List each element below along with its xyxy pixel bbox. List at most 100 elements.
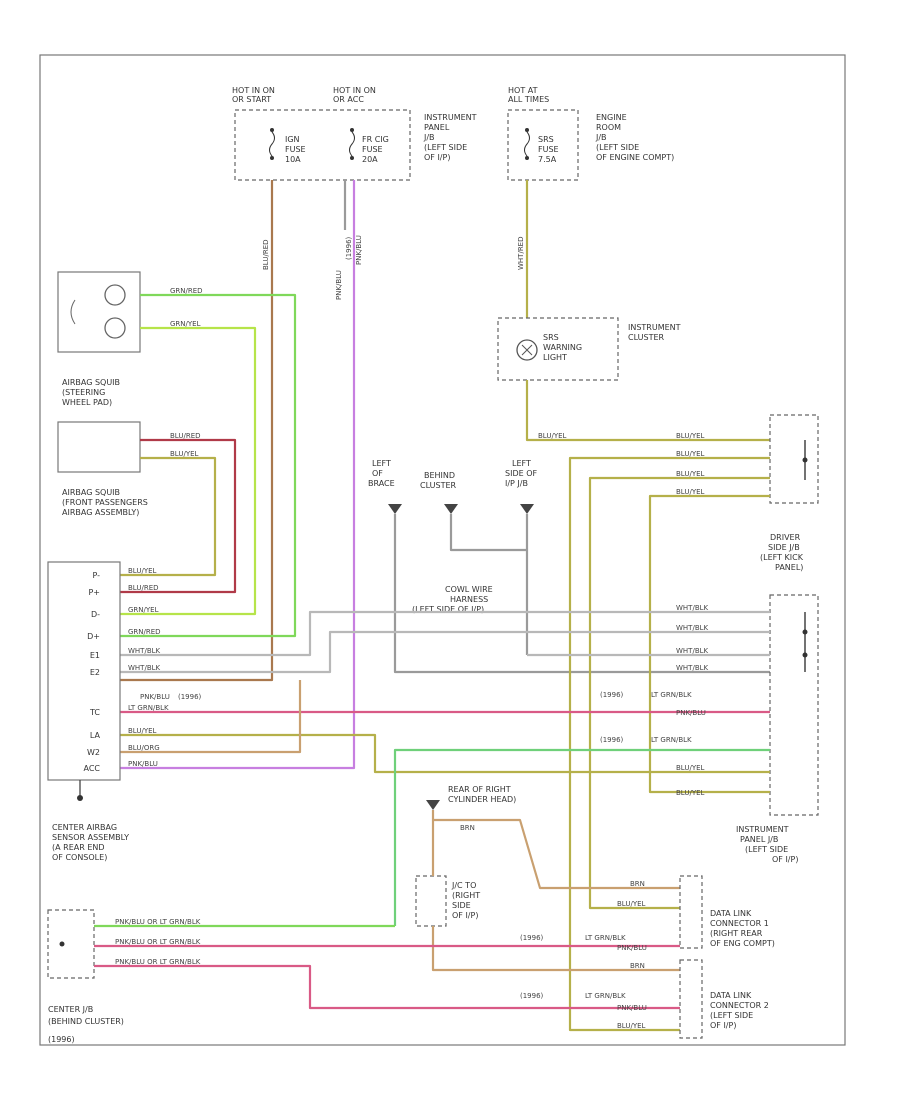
- wire-label-tc-top: PNK/BLU: [140, 693, 170, 701]
- dlc1-l4: OF ENG COMPT): [710, 939, 775, 948]
- wire-label-right-a: BLU/YEL: [676, 432, 705, 440]
- sensor-l3: (A REAR END: [52, 843, 105, 852]
- wire-label-brn-2: BRN: [630, 880, 645, 888]
- wire-label-right-h: WHT/BLK: [676, 664, 709, 672]
- wire-label-p2: BLU/YEL: [170, 450, 199, 458]
- ip-jb-l2: PANEL: [424, 123, 450, 132]
- wire-label-right-d: BLU/YEL: [676, 488, 705, 496]
- fuse3-word: FUSE: [538, 145, 559, 154]
- wire-label-p1: BLU/RED: [170, 432, 201, 440]
- cylinder-head-ground: REAR OF RIGHT CYLINDER HEAD): [426, 785, 516, 810]
- wire-label-tc-year: (1996): [178, 693, 202, 701]
- cyl-head-l2: CYLINDER HEAD): [448, 795, 516, 804]
- gnd-left-l3: BRACE: [368, 479, 395, 488]
- wire-bottom-3: [94, 964, 680, 1010]
- wire-label-right-l: BLU/YEL: [676, 789, 705, 797]
- cluster-l1: INSTRUMENT: [628, 323, 681, 332]
- er-jb-l2: ROOM: [596, 123, 621, 132]
- wire-steering-grn-red: [120, 293, 297, 638]
- fuse1-terminal-bottom: [270, 156, 274, 160]
- wire-right-d: [648, 494, 770, 794]
- sensor-wire-label-4: WHT/BLK: [128, 647, 161, 655]
- sensor-wire-label-8: BLU/ORG: [128, 744, 160, 752]
- wire-label-cig-c: PNK/BLU: [355, 235, 363, 265]
- wire-passenger-blu-yel: [120, 456, 217, 577]
- ip-jb-right-label: INSTRUMENT PANEL J/B (LEFT SIDE OF I/P): [736, 825, 798, 864]
- engine-room-jb-fuse-box: HOT AT ALL TIMES SRS FUSE 7.5A ENGINE RO…: [507, 86, 674, 181]
- steering-squib-l2: (STEERING: [62, 388, 105, 397]
- wire-sensor-e2: [120, 630, 770, 674]
- sensor-wire-label-1: BLU/RED: [128, 584, 159, 592]
- fuse3-name: SRS: [538, 135, 554, 144]
- dlc1-l1: DATA LINK: [710, 909, 752, 918]
- footer-year: (1996): [48, 1035, 75, 1044]
- gnd-right-l2: SIDE OF: [505, 469, 537, 478]
- srs-lamp-l1: SRS: [543, 333, 559, 342]
- center-jb: CENTER J/B (BEHIND CLUSTER) (1996): [47, 909, 124, 1044]
- sensor-pin-4: E1: [90, 651, 100, 660]
- wire-label-bottom-pnk2: PNK/BLU: [617, 1004, 647, 1012]
- wire-label-right-k: BLU/YEL: [676, 764, 705, 772]
- er-jb-l5: OF ENGINE COMPT): [596, 153, 674, 162]
- hot-sub-2: OR ACC: [333, 95, 364, 104]
- center-airbag-sensor: CENTER AIRBAG SENSOR ASSEMBLY (A REAR EN…: [47, 561, 129, 862]
- hot-label-1: HOT IN ON: [232, 86, 275, 95]
- sensor-l1: CENTER AIRBAG: [52, 823, 117, 832]
- wire-label-right-g: WHT/BLK: [676, 647, 709, 655]
- ip-jb2-l4: OF I/P): [772, 855, 798, 864]
- wire-sensor-la: [120, 733, 770, 774]
- fuse1-name: IGN: [285, 135, 300, 144]
- sensor-wire-label-5: WHT/BLK: [128, 664, 161, 672]
- wire-passenger-blu-red: [120, 438, 237, 594]
- wire-label-bottom-ltgrn2: LT GRN/BLK: [585, 992, 626, 1000]
- fuse2-word: FUSE: [362, 145, 383, 154]
- wire-right-b: [568, 456, 770, 1032]
- fuse2-rating: 20A: [362, 155, 378, 164]
- dlc2-l4: OF I/P): [710, 1021, 736, 1030]
- sensor-pin-6: TC: [89, 708, 100, 717]
- wire-lt-grn: [393, 748, 770, 926]
- srs-lamp-l2: WARNING: [543, 343, 582, 352]
- wire-label-bottom-pnk1: PNK/BLU: [617, 944, 647, 952]
- driver-jb-l1: DRIVER: [770, 533, 801, 542]
- dlc1-l2: CONNECTOR 1: [710, 919, 769, 928]
- cyl-head-l1: REAR OF RIGHT: [448, 785, 511, 794]
- sensor-l2: SENSOR ASSEMBLY: [52, 833, 129, 842]
- gnd-left-l1: LEFT: [372, 459, 391, 468]
- sensor-wire-label-2: GRN/YEL: [128, 606, 159, 614]
- fuse1-word: FUSE: [285, 145, 306, 154]
- wire-ground-center: [449, 514, 527, 552]
- wire-srs-to-driver-jb: [525, 380, 770, 442]
- wire-label-srs-out: BLU/YEL: [538, 432, 567, 440]
- center-jb-l1: CENTER J/B: [48, 1005, 93, 1014]
- driver-side-jb: DRIVER SIDE J/B (LEFT KICK PANEL): [760, 414, 819, 816]
- fuse1-terminal-top: [270, 128, 274, 132]
- srs-warning-light: SRS WARNING LIGHT INSTRUMENT CLUSTER: [497, 317, 681, 381]
- driver-jb-l2: SIDE J/B: [768, 543, 800, 552]
- ip-jb2-l3: (LEFT SIDE: [745, 845, 788, 854]
- ip-jb-l4: (LEFT SIDE: [424, 143, 467, 152]
- gnd-center-l2: CLUSTER: [420, 481, 457, 490]
- hot-sub-3: ALL TIMES: [508, 95, 549, 104]
- wire-label-right-b: BLU/YEL: [676, 450, 705, 458]
- center-jb-l2: (BEHIND CLUSTER): [48, 1017, 124, 1026]
- wire-brn-to-dlc2: [431, 926, 680, 972]
- ground-left: LEFT OF BRACE: [368, 459, 402, 514]
- jc-l1: J/C TO: [451, 881, 476, 890]
- wire-sensor-w2: [120, 680, 302, 754]
- cowl-l1: COWL WIRE: [445, 585, 493, 594]
- ip-jb2-l2: PANEL J/B: [740, 835, 778, 844]
- ip-jb-l5: OF I/P): [424, 153, 450, 162]
- sensor-pin-2: D-: [91, 610, 100, 619]
- gnd-left-l2: OF: [372, 469, 383, 478]
- steering-airbag-squib: AIRBAG SQUIB (STEERING WHEEL PAD): [57, 271, 141, 407]
- wire-label-right-e: WHT/BLK: [676, 604, 709, 612]
- wire-label-bottom-year2: (1996): [520, 992, 544, 1000]
- dlc2-l2: CONNECTOR 2: [710, 1001, 769, 1010]
- ip-jb2-l1: INSTRUMENT: [736, 825, 789, 834]
- wire-label-right-i2: PNK/BLU: [676, 709, 706, 717]
- sensor-pin-0: P-: [92, 571, 100, 580]
- fuse1-rating: 10A: [285, 155, 301, 164]
